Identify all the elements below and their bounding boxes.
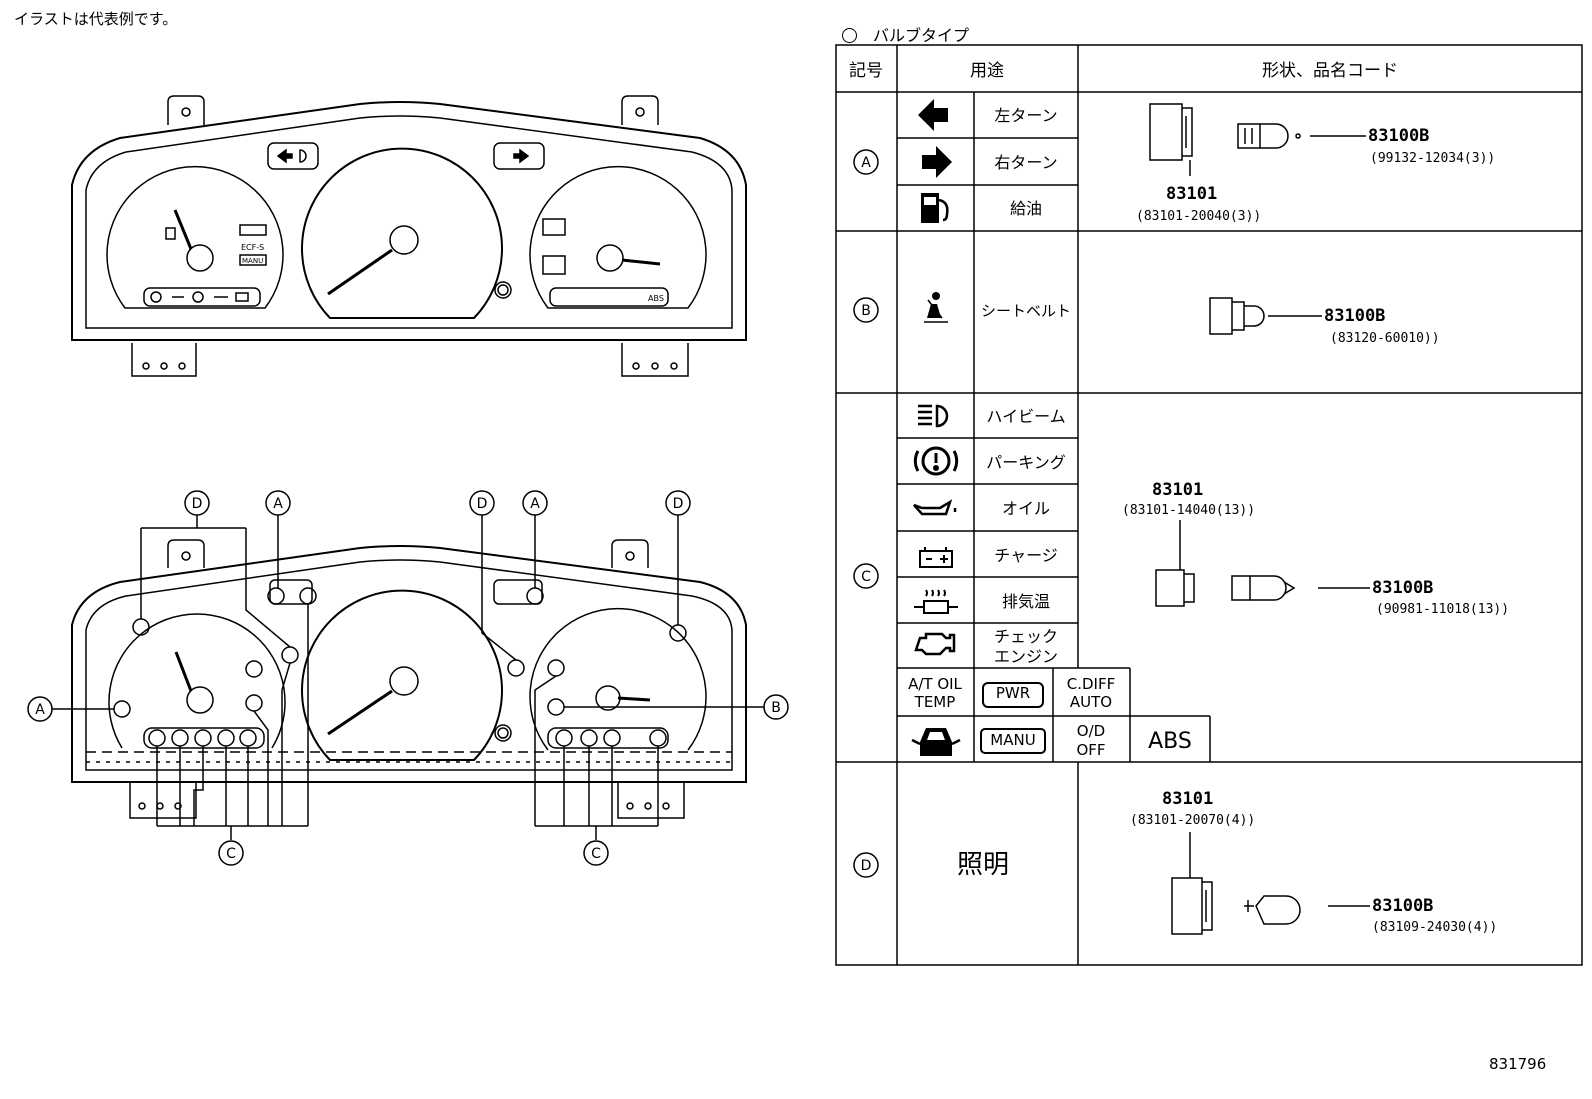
group-symbol-b: B [861, 303, 871, 319]
seatbelt-icon [924, 292, 948, 323]
bulb-a-name: 83100B [1368, 126, 1429, 146]
usage-seatbelt: シートベルト [981, 302, 1071, 320]
callout-a-left: A [35, 702, 45, 718]
usage-exhaust-temp: 排気温 [1002, 592, 1050, 611]
bulb-c-drawing [1231, 575, 1370, 601]
bulb-c-name: 83100B [1372, 578, 1433, 598]
callout-a1: A [273, 496, 283, 512]
callout-b: B [771, 700, 781, 716]
right-arrow-icon [922, 146, 952, 178]
circle-icon [842, 28, 857, 43]
header-shape: 形状、品名コード [1262, 61, 1398, 81]
bulb-type-table: 記号 用途 形状、品名コード A B C D [835, 44, 1583, 966]
leader-lines [52, 515, 764, 840]
manu-label: MANU [242, 257, 263, 265]
bulb-c-code: (90981-11018(13)) [1376, 602, 1509, 617]
socket-c-code: (83101-14040(13)) [1122, 503, 1255, 518]
cluster-rear-view: D A D A D A B C C [27, 490, 789, 866]
pwr-label: PWR [996, 684, 1030, 702]
group-symbol-d: D [861, 858, 872, 874]
bulb-a-code: (99132-12034(3)) [1370, 151, 1495, 166]
usage-oil: オイル [1002, 499, 1050, 518]
cluster-front-view: ECF-S MANU ABS [71, 95, 747, 377]
callout-a2: A [530, 496, 540, 512]
callout-d3: D [673, 496, 684, 512]
od-line1: O/D [1077, 722, 1105, 740]
usage-right-turn: 右ターン [994, 153, 1057, 172]
bulb-a-drawing [1237, 123, 1366, 149]
parking-brake-icon [913, 446, 959, 476]
callout-d1: D [192, 496, 203, 512]
callout-c1: C [226, 846, 236, 862]
socket-a-code: (83101-20040(3)) [1136, 209, 1261, 224]
callout-c2: C [591, 846, 601, 862]
usage-engine: エンジン [994, 647, 1058, 666]
check-engine-icon [914, 632, 956, 656]
socket-d-code: (83101-20070(4)) [1130, 813, 1255, 828]
at-oil-line2: TEMP [914, 693, 956, 711]
c-diff-line1: C.DIFF [1067, 675, 1115, 693]
socket-d-drawing [1171, 832, 1213, 935]
bulb-b-code: (83120-60010)) [1330, 331, 1440, 346]
usage-fuel: 給油 [1010, 199, 1042, 218]
high-beam-icon [918, 404, 949, 428]
socket-c-drawing [1155, 520, 1195, 607]
usage-parking: パーキング [986, 453, 1066, 472]
callout-labels: D A D A D A B C C [27, 490, 789, 866]
usage-high-beam: ハイビーム [986, 407, 1065, 426]
ecfs-label: ECF-S [241, 243, 264, 252]
group-symbol-c: C [861, 569, 871, 585]
door-open-car-icon [911, 728, 961, 756]
bulb-d-drawing [1244, 895, 1370, 925]
bulb-d-name: 83100B [1372, 896, 1433, 916]
manu-table-label: MANU [990, 731, 1035, 749]
oil-can-icon [913, 499, 957, 516]
exhaust-temp-icon [914, 589, 958, 614]
bulb-b-name: 83100B [1324, 306, 1385, 326]
left-arrow-icon [918, 99, 948, 131]
bulb-b-drawing [1209, 297, 1322, 335]
socket-c-name: 83101 [1152, 480, 1203, 500]
abs-label: ABS [648, 294, 664, 303]
bulb-type-title: バルブタイプ [842, 22, 969, 46]
socket-a-name: 83101 [1166, 184, 1217, 204]
at-oil-line1: A/T OIL [908, 675, 962, 693]
usage-lighting: 照明 [957, 850, 1009, 880]
usage-check: チェック [994, 627, 1058, 646]
battery-icon [919, 547, 953, 568]
part-number: 831796 [1489, 1055, 1547, 1073]
fuel-pump-icon [921, 193, 949, 223]
header-symbol: 記号 [849, 61, 883, 81]
illustration-note: イラストは代表例です。 [14, 10, 178, 28]
od-line2: OFF [1076, 741, 1105, 759]
usage-left-turn: 左ターン [994, 106, 1057, 125]
c-diff-line2: AUTO [1070, 693, 1112, 711]
group-symbol-a: A [861, 155, 871, 171]
socket-d-name: 83101 [1162, 789, 1213, 809]
header-usage: 用途 [970, 61, 1004, 81]
bulb-d-code: (83109-24030(4)) [1372, 920, 1497, 935]
callout-d2: D [477, 496, 488, 512]
socket-a-drawing [1149, 103, 1193, 176]
usage-charge: チャージ [994, 546, 1058, 565]
abs-table-label: ABS [1148, 729, 1192, 754]
